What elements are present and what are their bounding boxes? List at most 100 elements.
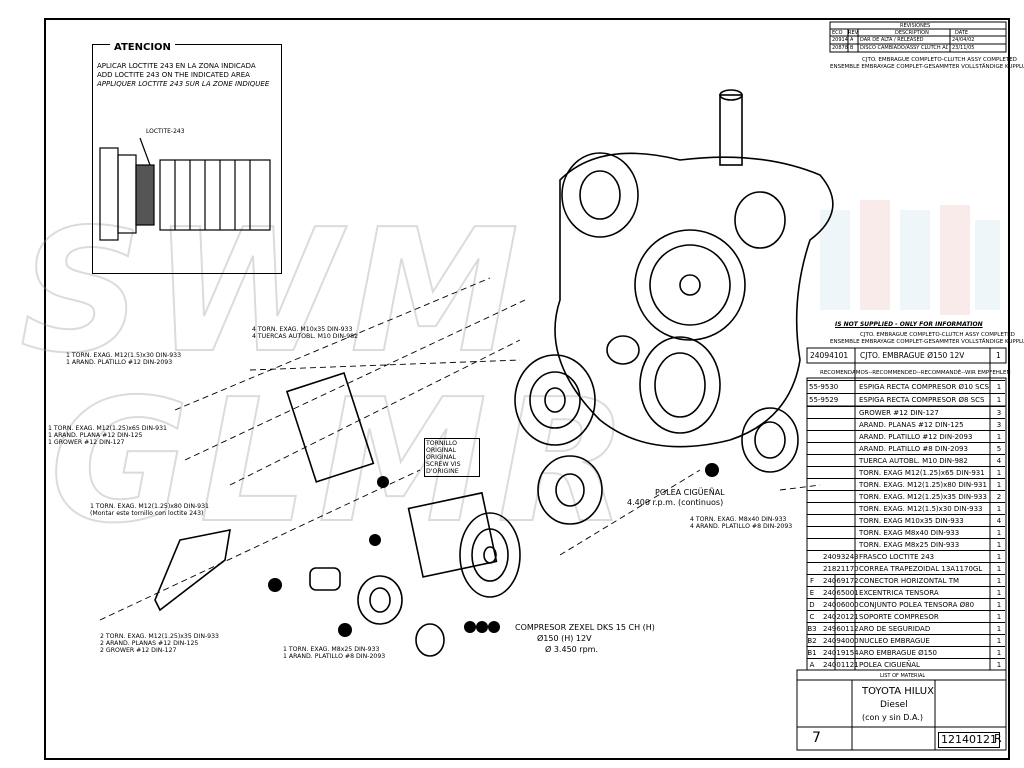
part-code: 24065001 [823,589,859,597]
original-screw-note: TORNILLO ORIGINAL ORIGINAL SCREW VIS D'O… [424,438,480,477]
drawing-number: 12140121 [938,732,1000,748]
part-code: 24006000 [823,601,859,609]
rev-col-desc: DESCRIPTION [895,30,929,36]
drawing-sheet-border [44,18,1010,760]
part-description: ARO DE SEGURIDAD [859,625,931,633]
main-part-code: 24094101 [810,351,849,360]
part-description: ESPIGA RECTA COMPRESOR Ø8 SCS [859,396,985,404]
assembly-header-repeat-2: ENSEMBLE EMBRAYAGE COMPLET-GESAMMTER VOL… [830,339,1024,345]
part-item-letter: B1 [807,649,817,657]
part-qty: 1 [996,396,1002,404]
attention-line-en: ADD LOCTITE 243 ON THE INDICATED AREA [97,71,250,79]
part-description: TORN. EXAG. M12(1.25)x80 DIN-931 [859,481,987,489]
part-item-letter: A [809,661,815,669]
vehicle-name: TOYOTA HILUX [862,686,934,697]
part-description: EXCENTRICA TENSORA [859,589,939,597]
attention-title: ATENCION [110,42,175,53]
part-code: 24020121 [823,613,859,621]
assembly-lines [99,277,821,621]
part-qty: 4 [996,457,1002,465]
part-qty: 1 [996,577,1002,585]
variant-note: (con y sin D.A.) [862,713,924,722]
part-description: CORREA TRAPEZOIDAL 13A1170GL [859,565,983,573]
part-qty: 1 [996,541,1002,549]
recommended-part-row: 55-9530 ESPIGA RECTA COMPRESOR Ø10 SCS 1 [807,380,1005,394]
part-qty: 1 [996,649,1002,657]
part-description: TORN. EXAG M12(1.25)x65 DIN-931 [859,469,985,477]
part-item-letter: B2 [807,637,817,645]
part-code: 24069172 [823,577,859,585]
rev-row-rev: A [850,37,854,43]
attention-line-fr: APPLIQUER LOCTITE 243 SUR LA ZONE INDIQU… [97,80,270,88]
part-item-letter: B3 [807,625,817,633]
part-item-letter: D [809,601,815,609]
rev-row-eco: 20914 [832,37,848,43]
part-description: SOPORTE COMPRESOR [859,613,939,621]
loctite-detail-illustration [99,137,271,241]
main-part-qty: 1 [996,351,1001,360]
part-qty: 1 [996,589,1002,597]
part-qty: 1 [996,661,1002,669]
compressor-illustration [154,372,521,657]
part-description: TORN. EXAG M8x40 DIN-933 [859,529,960,537]
part-description: TORN. EXAG M10x35 DIN-933 [859,517,964,525]
loctite-tag: LOCTITE-243 [146,128,185,135]
part-qty: 1 [996,565,1002,573]
part-qty: 1 [996,383,1002,391]
svg-text:GLMR: GLMR [50,363,638,561]
part-code: 55-9529 [809,396,839,404]
rev-col-date: DATE [955,30,969,36]
part-item-letter: C [809,613,815,621]
part-description: FRASCO LOCTITE 243 [859,553,935,561]
part-qty: 2 [996,493,1002,501]
sheet-number: 7 [812,730,821,746]
part-description: CONJUNTO POLEA TENSORA Ø80 [859,601,975,609]
reference-dots [268,463,719,637]
attention-line-es: APLICAR LOCTITE 243 EN LA ZONA INDICADA [97,62,256,70]
part-code: 24001121 [823,661,859,669]
part-qty: 1 [996,481,1002,489]
part-qty: 1 [996,553,1002,561]
part-code: 55-9530 [809,383,839,391]
rev-row-eco: 20878 [832,45,848,51]
part-code: 24960112 [823,625,859,633]
recommended-label: RECOMENDAMOS--RECOMMENDED--RECOMMANDÉ--W… [820,370,1011,376]
list-of-material-label: LIST OF MATERIAL [880,673,926,679]
part-qty: 1 [996,601,1002,609]
part-qty: 3 [996,409,1002,417]
revisions-header: REVISIONES [900,23,931,29]
part-description: ESPIGA RECTA COMPRESOR Ø10 SCS [859,383,989,391]
rev-row-date: 24/04/02 [952,37,975,43]
rev-col-eco: ECO [832,30,843,36]
rev-row-date: 23/11/05 [952,45,975,51]
rev-row-rev: B [850,45,854,51]
drawing-revision: R [994,732,1002,745]
recommended-part-row: 55-9529 ESPIGA RECTA COMPRESOR Ø8 SCS 1 [807,393,1005,407]
material-list-row: TORN. EXAG M8x25 DIN-933 1 [807,538,1005,551]
part-description: ARO EMBRAGUE Ø150 [859,649,937,657]
part-description: TORN. EXAG M8x25 DIN-933 [859,541,960,549]
part-description: CONECTOR HORIZONTAL TM [859,577,960,585]
assembly-header-repeat-1: CJTO. EMBRAGUE COMPLETO-CLUTCH ASSY COMP… [860,332,1015,338]
callout-m12-80: 1 TORN. EXAG. M12(1.25)x80 DIN-931(Monta… [90,503,209,517]
